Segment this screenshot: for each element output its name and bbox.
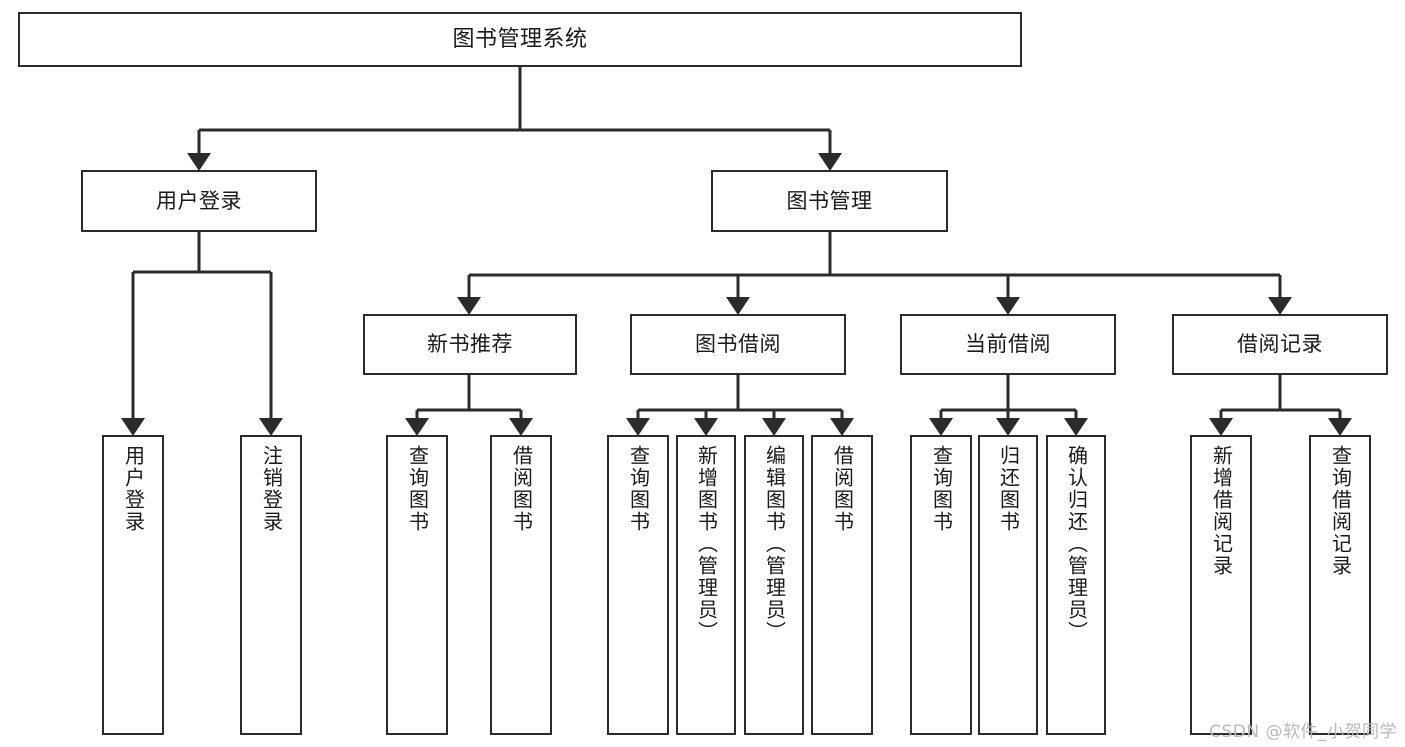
node-leaf-borrow-book-1-label: 借阅图书 [509, 445, 534, 533]
node-book-manage-label: 图书管理 [786, 188, 873, 213]
node-leaf-query-book-1-label: 查询图书 [405, 445, 430, 533]
node-leaf-user-logout-label: 注销登录 [259, 445, 284, 533]
node-borrow-record[interactable]: 借阅记录 [1172, 314, 1388, 375]
node-current-borrow-label: 当前借阅 [965, 332, 1051, 357]
node-leaf-edit-book[interactable]: 编辑图书（管理员） [744, 435, 804, 735]
node-leaf-edit-book-label: 编辑图书（管理员） [762, 445, 787, 643]
node-leaf-borrow-book-1[interactable]: 借阅图书 [490, 435, 552, 735]
node-leaf-query-book-2-label: 查询图书 [626, 445, 651, 533]
node-leaf-query-book-2[interactable]: 查询图书 [607, 435, 669, 735]
node-leaf-query-book-1[interactable]: 查询图书 [386, 435, 448, 735]
node-leaf-query-record[interactable]: 查询借阅记录 [1309, 435, 1371, 735]
node-user-login-label: 用户登录 [156, 188, 242, 213]
node-leaf-user-login[interactable]: 用户登录 [102, 435, 164, 735]
node-user-login[interactable]: 用户登录 [81, 170, 317, 232]
node-borrow-record-label: 借阅记录 [1237, 332, 1323, 357]
node-leaf-query-book-3-label: 查询图书 [929, 445, 954, 533]
node-new-book-rec-label: 新书推荐 [427, 332, 513, 357]
node-book-borrow-label: 图书借阅 [695, 332, 781, 357]
node-leaf-confirm-return-label: 确认归还（管理员） [1064, 445, 1089, 643]
node-root[interactable]: 图书管理系统 [18, 12, 1022, 67]
node-leaf-return-book[interactable]: 归还图书 [978, 435, 1038, 735]
node-leaf-add-record-label: 新增借阅记录 [1209, 445, 1234, 577]
node-book-manage[interactable]: 图书管理 [711, 170, 948, 232]
node-leaf-borrow-book-2-label: 借阅图书 [830, 445, 855, 533]
node-current-borrow[interactable]: 当前借阅 [900, 314, 1116, 375]
node-leaf-user-logout[interactable]: 注销登录 [240, 435, 302, 735]
node-leaf-borrow-book-2[interactable]: 借阅图书 [811, 435, 873, 735]
node-leaf-user-login-label: 用户登录 [121, 445, 146, 533]
node-root-label: 图书管理系统 [452, 26, 588, 52]
node-leaf-query-book-3[interactable]: 查询图书 [910, 435, 972, 735]
node-leaf-add-book-label: 新增图书（管理员） [694, 445, 719, 643]
node-new-book-rec[interactable]: 新书推荐 [363, 314, 577, 375]
node-leaf-return-book-label: 归还图书 [996, 445, 1021, 533]
node-book-borrow[interactable]: 图书借阅 [630, 314, 846, 375]
node-leaf-query-record-label: 查询借阅记录 [1328, 445, 1353, 577]
node-leaf-add-book[interactable]: 新增图书（管理员） [676, 435, 736, 735]
node-leaf-add-record[interactable]: 新增借阅记录 [1190, 435, 1252, 735]
csdn-watermark: CSDN @软件_小贺同学 [1209, 722, 1397, 742]
node-leaf-confirm-return[interactable]: 确认归还（管理员） [1046, 435, 1106, 735]
